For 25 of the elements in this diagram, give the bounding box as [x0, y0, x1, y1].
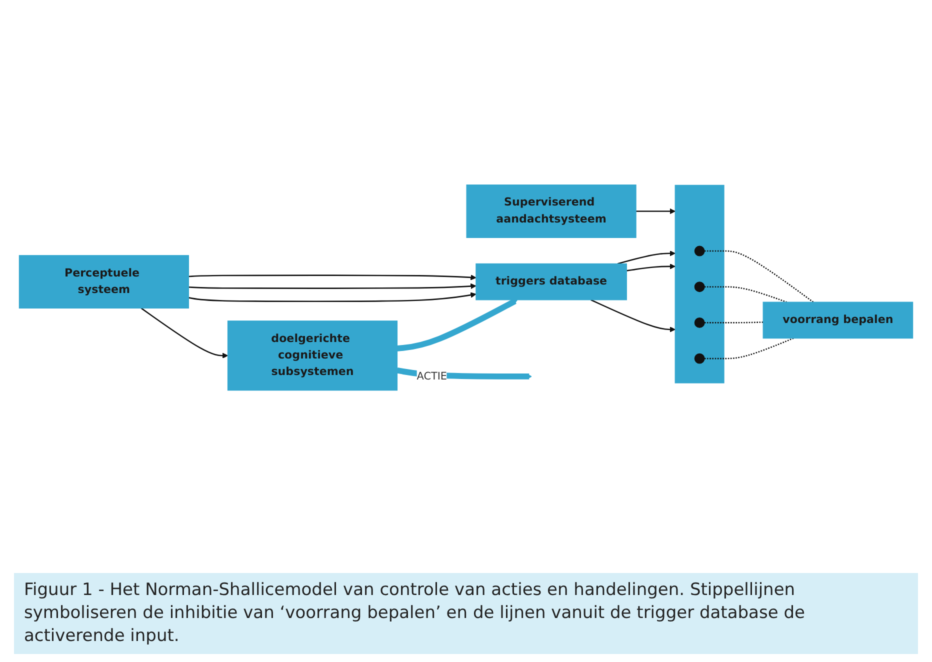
connector	[704, 322, 764, 324]
connector	[704, 338, 794, 360]
connector	[704, 286, 787, 303]
node-ellipse	[694, 353, 705, 364]
node-ellipse	[694, 282, 705, 292]
arrow	[396, 298, 518, 352]
arrow	[188, 274, 476, 280]
node-box: voorrang bepalen	[762, 302, 914, 339]
node-box: doelgerichte cognitieve subsystemen	[227, 320, 398, 391]
arrow	[188, 283, 476, 290]
connector	[704, 250, 814, 303]
figure-caption: Figuur 1 - Het Norman-Shallicemodel van controle van acties en handelingen. Stippellijnen symboliseren de inhibitie van ‘voorrang bepalen’ en de lijnen vanuit de trigger database de activerende input.	[14, 573, 918, 654]
node-box: triggers database	[476, 263, 627, 300]
arrow	[188, 292, 476, 302]
node-box: Superviserend aandachtsysteem	[466, 184, 636, 238]
node-box: Perceptuele systeem	[18, 255, 189, 309]
node-ellipse	[694, 318, 705, 328]
node-ellipse	[694, 246, 705, 256]
arrow	[626, 264, 676, 272]
arrow	[617, 250, 676, 264]
arrow	[636, 208, 676, 214]
arrow	[590, 299, 676, 332]
cluster	[674, 184, 724, 384]
arrow	[140, 308, 228, 358]
edge-label: ACTIE	[416, 370, 448, 382]
